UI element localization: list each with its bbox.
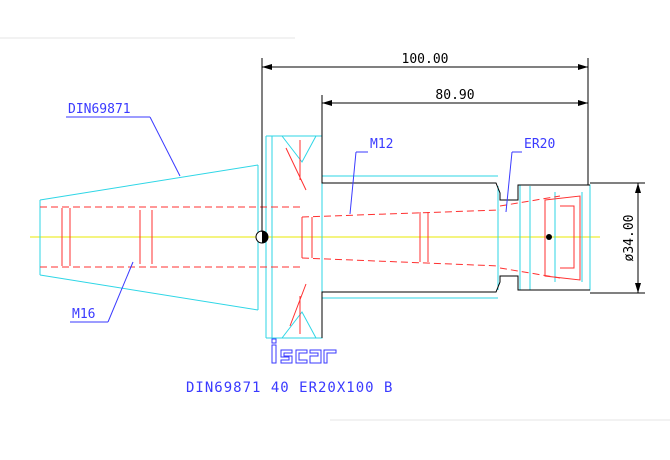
dimension-gauge-length: 80.90 — [321, 88, 588, 136]
dimension-80-90: 80.90 — [435, 88, 474, 103]
callout-m16-label: M16 — [72, 307, 95, 322]
callout-m16: M16 — [70, 261, 134, 323]
nose-center-marker — [546, 234, 552, 240]
callout-din69871-label: DIN69871 — [68, 102, 131, 117]
callout-er20-label: ER20 — [524, 137, 555, 152]
hidden-features — [40, 140, 581, 334]
sheet-border — [0, 37, 670, 421]
callout-m12-label: M12 — [370, 137, 393, 152]
dimension-diameter: ø34.00 — [590, 182, 645, 294]
dimension-overall-length: 100.00 — [261, 52, 589, 232]
callout-m12: M12 — [349, 137, 393, 215]
part-designation: DIN69871 40 ER20X100 B — [186, 380, 393, 396]
dimension-100: 100.00 — [402, 52, 449, 67]
dimension-diameter-34: ø34.00 — [622, 215, 637, 262]
iscar-logo — [271, 338, 337, 364]
shank-body — [321, 136, 590, 338]
holder-outline — [39, 135, 591, 339]
callout-din69871: DIN69871 — [66, 102, 181, 177]
callout-er20: ER20 — [505, 137, 555, 213]
